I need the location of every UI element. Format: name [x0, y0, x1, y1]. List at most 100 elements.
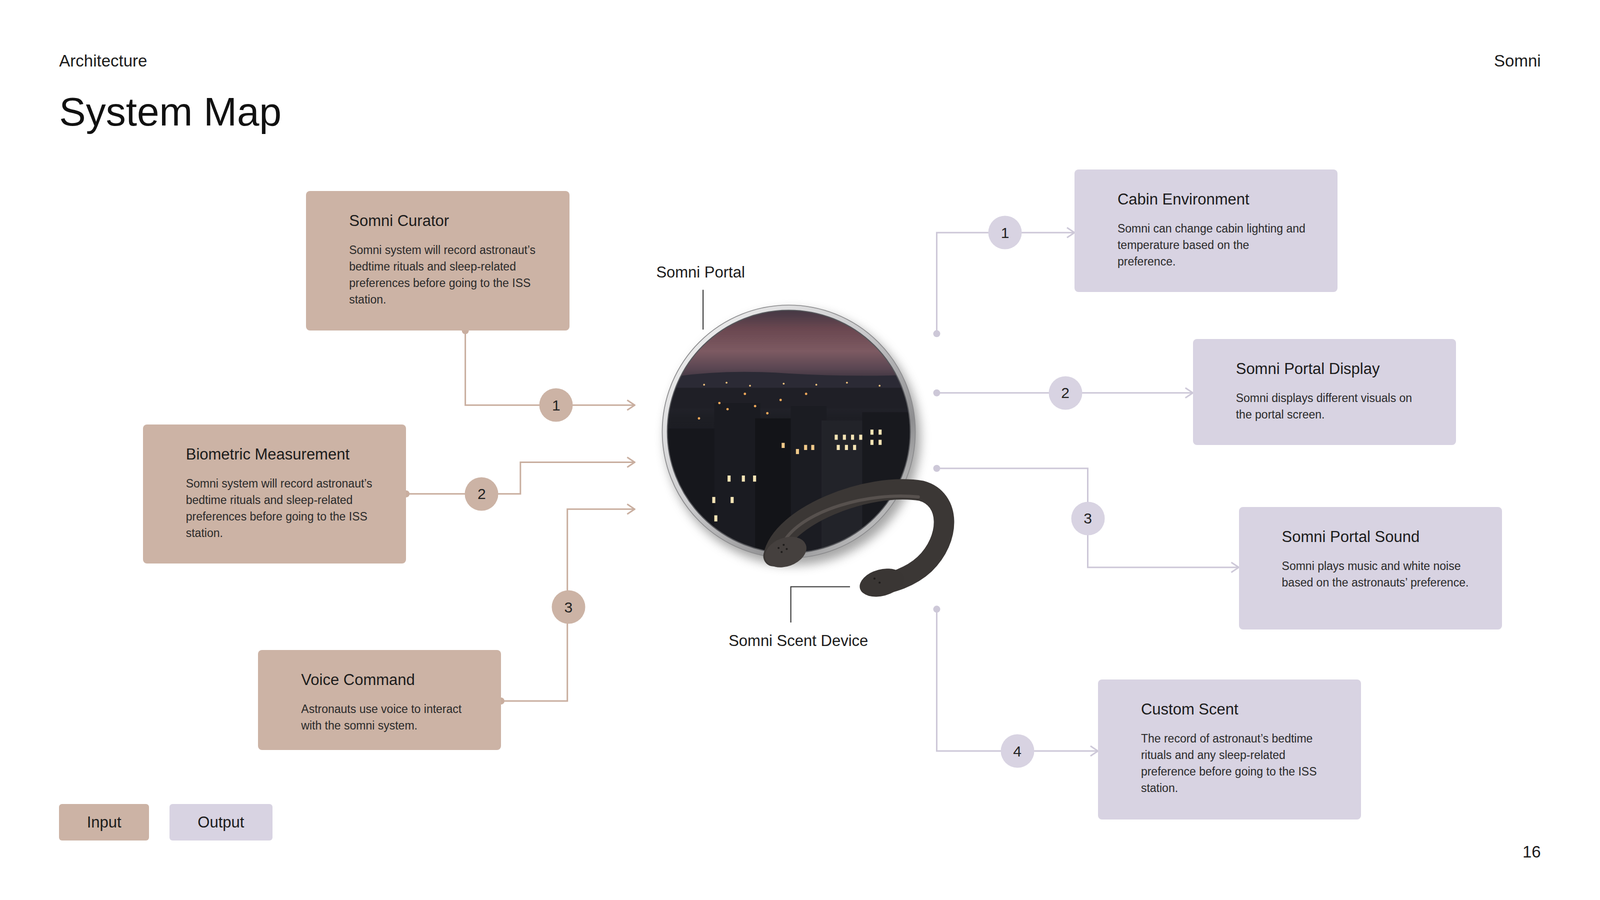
scent-device-pod: [856, 564, 907, 601]
output-box: Cabin EnvironmentSomni can change cabin …: [1074, 169, 1338, 292]
box-body: Somni displays different visuals on the …: [1236, 390, 1427, 423]
callout-number: 4: [1000, 734, 1034, 768]
city-light: [783, 383, 785, 385]
box-heading: Biometric Measurement: [186, 445, 377, 464]
window-light: [811, 445, 814, 450]
callout-number: 2: [1048, 376, 1082, 410]
legend-label: Input: [87, 813, 122, 832]
window-light: [742, 475, 745, 482]
input-box: Somni CuratorSomni system will record as…: [306, 191, 570, 331]
legend-swatch: Output: [169, 804, 273, 841]
portal-inner-ring: [667, 310, 911, 553]
legend-label: Output: [197, 813, 244, 832]
window-light: [851, 434, 854, 440]
callout-number: 1: [539, 388, 573, 422]
connector-dot: [933, 330, 940, 337]
scent-device-highlight: [785, 496, 918, 539]
box-heading: Voice Command: [301, 670, 471, 689]
city-light: [749, 385, 751, 387]
window-light: [727, 475, 731, 482]
legend-swatch: Input: [59, 804, 149, 841]
scent-vent: [782, 544, 785, 546]
output-box: Somni Portal SoundSomni plays music and …: [1239, 507, 1503, 630]
brand-label: Somni: [1494, 51, 1541, 71]
window-light: [836, 445, 840, 450]
callout-number: 3: [551, 590, 585, 624]
input-box: Biometric MeasurementSomni system will r…: [143, 424, 407, 564]
scent-vent: [873, 577, 876, 580]
street-light: [743, 392, 746, 395]
output-box: Custom ScentThe record of astronaut’s be…: [1098, 679, 1362, 820]
scent-vent: [785, 548, 788, 550]
box-body: Somni system will record astronaut’s bed…: [186, 475, 377, 542]
building: [667, 428, 719, 567]
leader-line: [702, 290, 704, 330]
street-light: [779, 399, 782, 402]
scent-device-band: [773, 489, 944, 586]
street-light: [754, 405, 757, 408]
connector-dot: [933, 605, 940, 613]
leader-line: [791, 586, 850, 622]
window-light: [859, 434, 862, 440]
window-light: [843, 434, 846, 440]
window-light: [753, 475, 756, 482]
box-body: Somni plays music and white noise based …: [1282, 558, 1473, 591]
city-light: [846, 381, 848, 384]
page-title: System Map: [59, 88, 282, 136]
scent-device-pod: [760, 531, 811, 573]
city-light: [703, 384, 705, 386]
connector-dot: [933, 389, 940, 397]
box-heading: Somni Portal Display: [1236, 359, 1427, 378]
city-light: [878, 385, 881, 387]
callout-number: 1: [988, 216, 1022, 250]
city-light: [725, 381, 728, 384]
distant-hills: [658, 372, 918, 390]
window-light: [834, 434, 838, 440]
street-light: [805, 392, 808, 395]
input-box: Voice CommandAstronauts use voice to int…: [258, 650, 501, 750]
window-light: [845, 445, 848, 450]
scent-vent: [878, 581, 881, 584]
box-heading: Custom Scent: [1141, 700, 1332, 719]
portal-node: Somni Portal: [634, 255, 937, 623]
box-body: The record of astronaut’s bedtime ritual…: [1141, 730, 1332, 797]
window-light: [796, 449, 799, 454]
connector: [406, 462, 635, 494]
callout-number: 3: [1071, 501, 1105, 535]
part-name: Somni Portal: [656, 263, 745, 282]
street-light: [698, 417, 701, 420]
callout-number: 2: [465, 477, 499, 511]
box-heading: Somni Curator: [349, 211, 540, 230]
window-light: [730, 497, 734, 503]
part-name: Somni Scent Device: [728, 631, 868, 650]
window-light: [870, 440, 874, 445]
box-heading: Cabin Environment: [1117, 190, 1308, 209]
box-body: Astronauts use voice to interact with th…: [301, 701, 471, 734]
street-light: [766, 412, 769, 415]
box-heading: Somni Portal Sound: [1282, 527, 1473, 546]
window-light: [781, 443, 785, 448]
street-light: [726, 408, 729, 411]
window-light: [712, 497, 715, 503]
city-band: [658, 388, 924, 409]
connector-dot: [933, 465, 940, 472]
page-number: 16: [1522, 842, 1541, 862]
output-box: Somni Portal DisplaySomni displays diffe…: [1193, 339, 1457, 445]
window-light: [870, 429, 874, 435]
scent-vent: [777, 547, 780, 549]
window-light: [878, 440, 882, 445]
street-light: [718, 402, 721, 405]
box-body: Somni system will record astronaut’s bed…: [349, 242, 540, 308]
scent-vent: [780, 551, 783, 553]
window-light: [714, 515, 718, 522]
window-light: [853, 445, 856, 450]
box-body: Somni can change cabin lighting and temp…: [1117, 220, 1308, 270]
city-light: [815, 384, 818, 386]
window-light: [804, 445, 807, 450]
window-light: [878, 429, 882, 435]
connector: [936, 468, 1239, 568]
connector: [501, 509, 635, 701]
connector: [936, 609, 1098, 751]
